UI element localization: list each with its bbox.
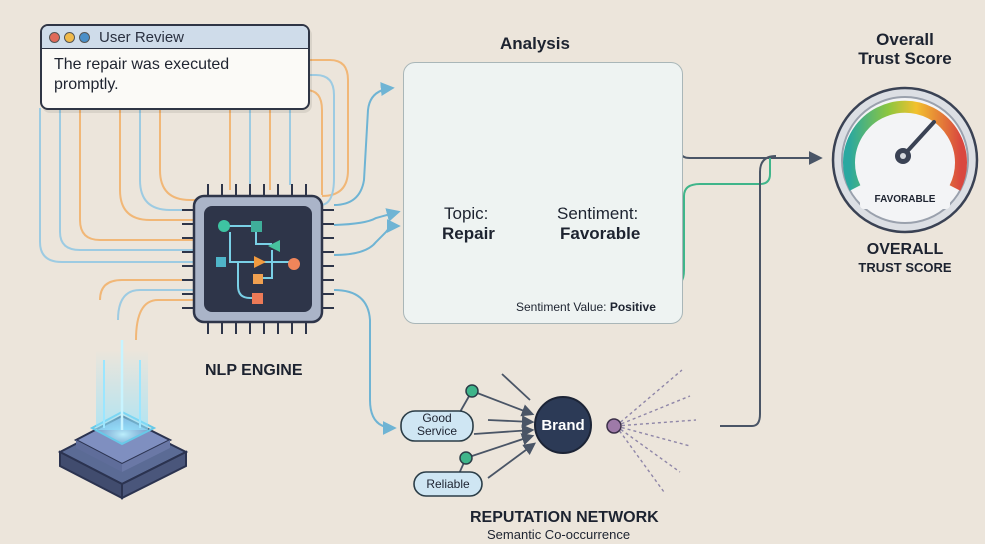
network-subtitle: Semantic Co-occurrence	[487, 527, 631, 542]
chip-to-analysis-arrows	[333, 82, 401, 435]
minimize-dot-icon	[64, 31, 75, 43]
reliable-label: Reliable	[426, 477, 470, 491]
review-titlebar: User Review	[42, 26, 308, 49]
nlp-chip	[182, 184, 334, 334]
reliable-pill	[413, 471, 483, 497]
network-to-trust-line	[720, 155, 777, 427]
data-source-platform	[57, 340, 189, 500]
analysis-to-trust-arrow	[680, 140, 823, 165]
user-review-window: User Review The repair was executed prom…	[40, 24, 310, 110]
maximize-dot-icon	[79, 31, 90, 43]
brand-label: Brand	[541, 417, 585, 434]
review-text: The repair was executed promptly.	[54, 56, 230, 93]
close-dot-icon	[49, 31, 60, 43]
trust-title-line2: Trust Score	[858, 49, 952, 68]
trust-title: Overall Trust Score	[835, 30, 975, 68]
topic-value: Repair	[442, 224, 495, 243]
network-title: REPUTATION NETWORK	[470, 509, 659, 526]
sentiment-value-prefix: Sentiment Value:	[516, 300, 607, 314]
brand-node-shape	[534, 396, 592, 454]
analysis-title: Analysis	[500, 34, 570, 53]
trust-gauge	[831, 86, 979, 234]
trust-bottom-line1: OVERALL	[866, 241, 944, 258]
good-service-label: Good Service	[416, 411, 457, 438]
sentiment-value: Favorable	[560, 224, 641, 243]
trust-bottom-line2: TRUST SCORE	[858, 260, 952, 275]
network-dot	[606, 418, 622, 434]
sentiment-label: Sentiment:	[557, 204, 639, 223]
network-dot	[465, 384, 479, 398]
good-service-pill	[400, 410, 474, 442]
trust-bottom-label: OVERALL TRUST SCORE	[835, 241, 975, 277]
trust-title-line1: Overall	[876, 30, 934, 49]
review-title: User Review	[99, 28, 185, 46]
co-occurrence-rays	[615, 369, 697, 493]
network-dot	[459, 451, 473, 465]
nlp-engine-label: NLP ENGINE	[205, 362, 303, 379]
sentiment-value-line: Sentiment Value: Positive	[516, 300, 656, 314]
gauge-favorable-label: FAVORABLE	[874, 194, 936, 205]
analysis-panel	[403, 62, 683, 324]
topic-label: Topic:	[444, 204, 489, 223]
sentiment-value-value: Positive	[609, 300, 656, 314]
